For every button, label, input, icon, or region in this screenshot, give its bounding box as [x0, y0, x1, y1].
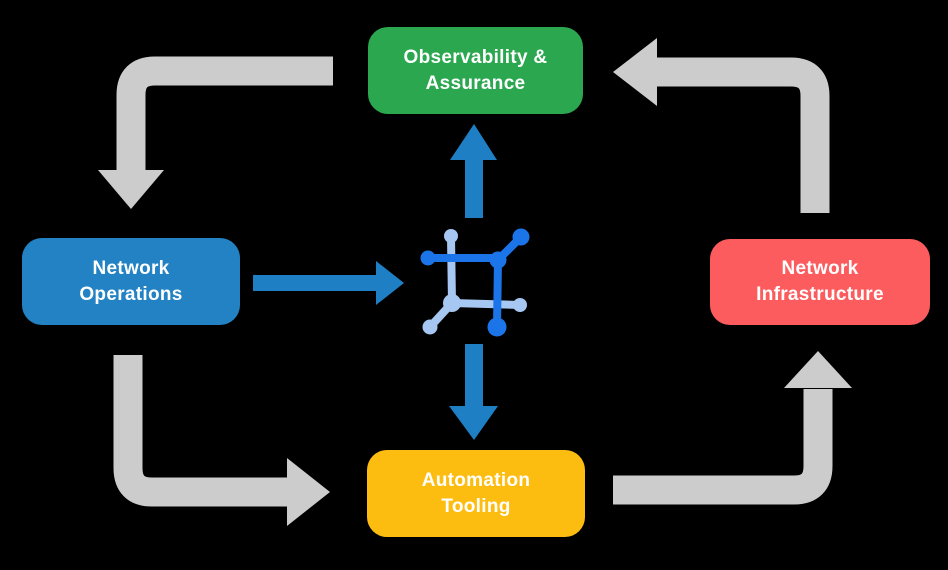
node-label-line: Infrastructure [756, 284, 884, 305]
node-network-operations: Network Operations [22, 238, 240, 325]
arrow-shaft [116, 56, 333, 171]
flow-arrow-operations-to-center [253, 261, 404, 305]
arrowhead-right-icon [376, 261, 404, 305]
node-label-line: Tooling [441, 495, 511, 517]
cycle-arrow-operations-to-automation [113, 355, 330, 526]
arrow-shaft [657, 57, 830, 213]
node-label-line: Operations [79, 283, 183, 305]
arrowhead-left-icon [613, 38, 657, 106]
arrow-shaft [113, 355, 289, 507]
node-label-line: Observability & [403, 46, 548, 68]
arrowhead-down-icon [449, 406, 498, 440]
arrowhead-up-icon [784, 351, 852, 388]
node-label-line: Automation [421, 469, 531, 491]
icon-dark-nodes [420, 228, 530, 337]
flow-arrow-center-to-observability [450, 124, 497, 218]
node-automation-tooling: Automation Tooling [367, 450, 585, 537]
cycle-arrow-infrastructure-to-observability [613, 38, 830, 213]
arrow-shaft [613, 389, 833, 505]
arrowhead-up-icon [450, 124, 497, 160]
node-label-line: Network [92, 257, 170, 279]
arrowhead-down-icon [98, 170, 164, 209]
flow-arrow-center-to-automation [449, 344, 498, 440]
cycle-arrow-observability-to-operations [98, 56, 333, 209]
icon-light-nodes [422, 229, 527, 335]
node-observability-assurance: Observability & Assurance [368, 27, 583, 114]
node-network-infrastructure: Network Infrastructure [710, 239, 930, 325]
node-label-line: Assurance [425, 72, 526, 94]
cycle-arrow-automation-to-infrastructure [613, 351, 852, 505]
node-label-line: Network [781, 258, 859, 279]
network-nodes-icon [420, 228, 530, 337]
arrowhead-right-icon [287, 458, 330, 526]
